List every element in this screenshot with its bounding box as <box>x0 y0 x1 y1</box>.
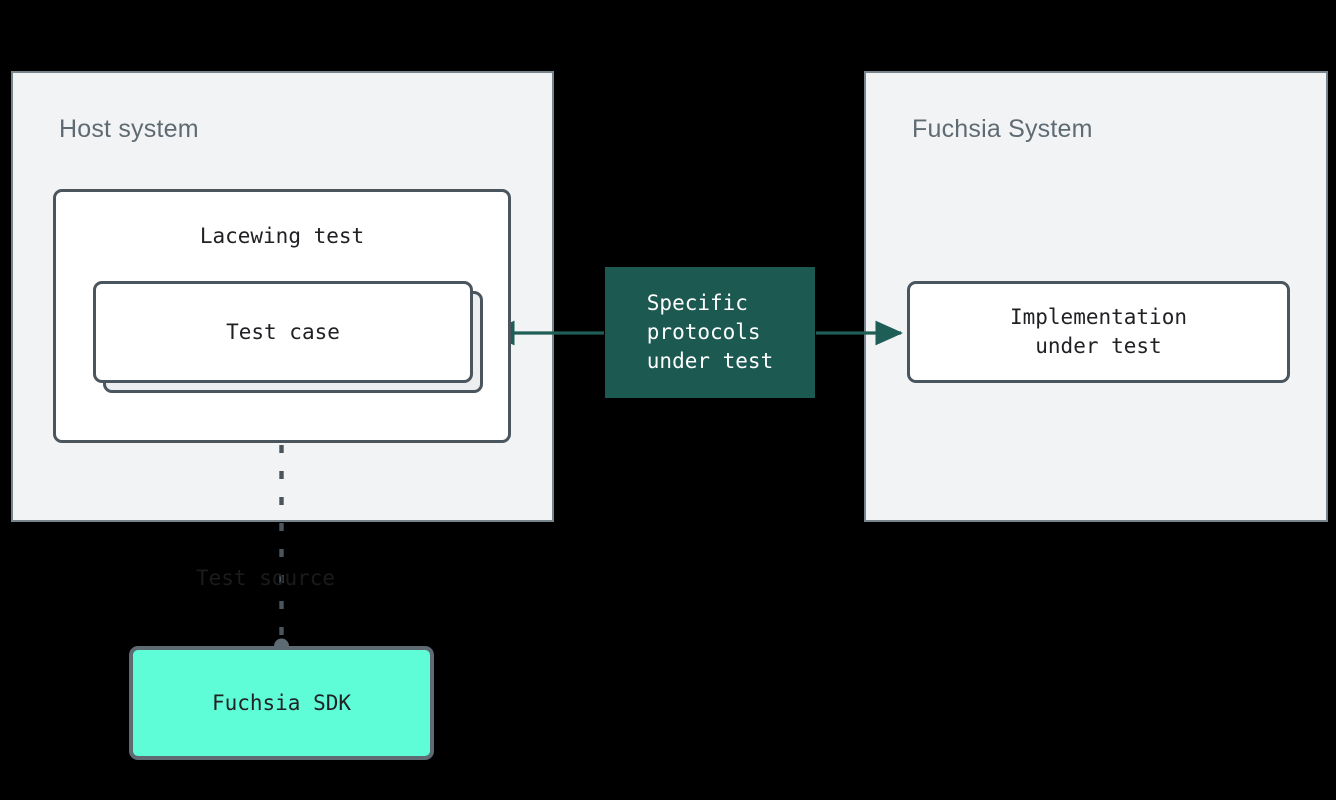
node-specific-protocols-under-test[interactable]: Specific protocols under test <box>605 267 815 398</box>
node-test-case-stack[interactable]: Test case <box>93 281 483 393</box>
node-specific-protocols-under-test-label: Specific protocols under test <box>646 291 774 373</box>
node-implementation-under-test-label: Implementation under test <box>1009 305 1187 358</box>
node-test-case-label: Test case <box>226 320 340 344</box>
node-test-case[interactable]: Test case <box>93 281 473 383</box>
node-lacewing-test-label: Lacewing test <box>199 224 365 248</box>
node-implementation-under-test[interactable]: Implementation under test <box>907 281 1290 383</box>
node-fuchsia-sdk-label: Fuchsia SDK <box>211 690 352 715</box>
node-fuchsia-sdk[interactable]: Fuchsia SDK <box>129 646 434 760</box>
panel-host-system-label: Host system <box>59 115 199 143</box>
panel-fuchsia-system-label: Fuchsia System <box>912 115 1093 143</box>
edge-label-test-source: Test source <box>196 566 336 590</box>
